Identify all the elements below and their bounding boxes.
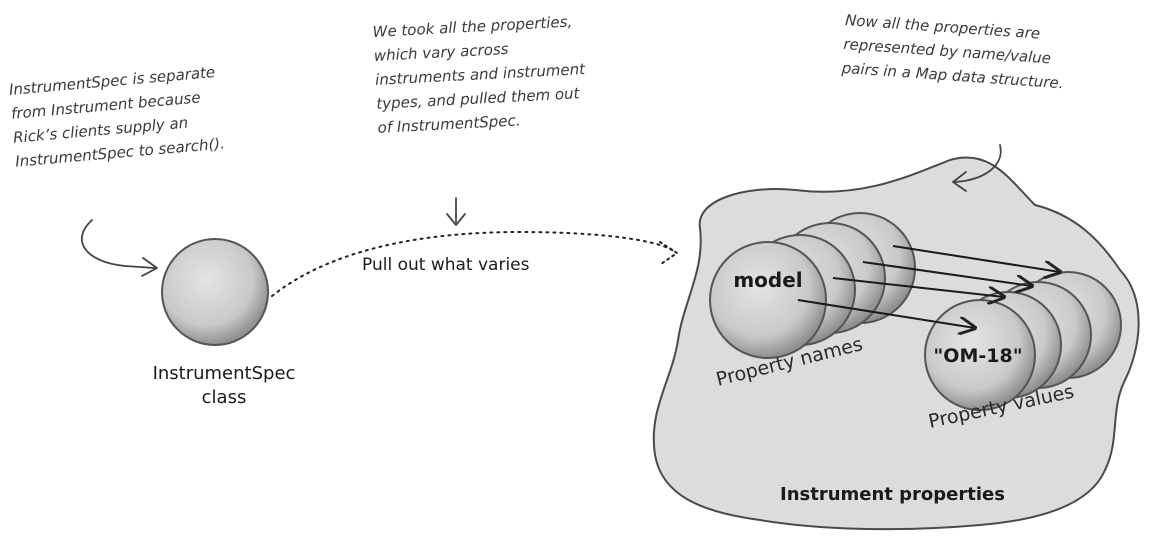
right-note-arrowhead bbox=[952, 171, 967, 192]
class-name: InstrumentSpec bbox=[152, 363, 296, 384]
pull-out-arrowhead bbox=[659, 241, 679, 265]
right-note-arrow bbox=[954, 144, 1002, 183]
map-title: Instrument properties bbox=[780, 484, 1005, 505]
pull-out-arrow bbox=[271, 230, 676, 297]
property-value-disc-front bbox=[924, 299, 1036, 411]
left-annotation: InstrumentSpec is separate from Instrume… bbox=[8, 60, 226, 174]
mapping-arrow bbox=[832, 277, 1004, 297]
property-name-label: model bbox=[733, 268, 802, 292]
middle-annotation: We took all the properties, which vary a… bbox=[372, 9, 588, 140]
mapping-arrow bbox=[797, 299, 975, 328]
property-value-label: "OM-18" bbox=[933, 345, 1022, 367]
instrument-spec-class-circle bbox=[161, 238, 269, 346]
left-note-arrowhead bbox=[141, 257, 158, 277]
mapping-arrow bbox=[862, 261, 1032, 286]
right-annotation: Now all the properties are represented b… bbox=[841, 8, 1068, 95]
property-name-disc-front bbox=[709, 241, 827, 359]
mapping-arrow bbox=[892, 245, 1060, 272]
class-kind: class bbox=[201, 387, 247, 408]
pull-out-label: Pull out what varies bbox=[362, 255, 530, 275]
left-note-arrow bbox=[80, 219, 156, 269]
middle-note-arrowhead bbox=[446, 213, 466, 226]
instrument-spec-caption: InstrumentSpec class bbox=[134, 362, 314, 410]
